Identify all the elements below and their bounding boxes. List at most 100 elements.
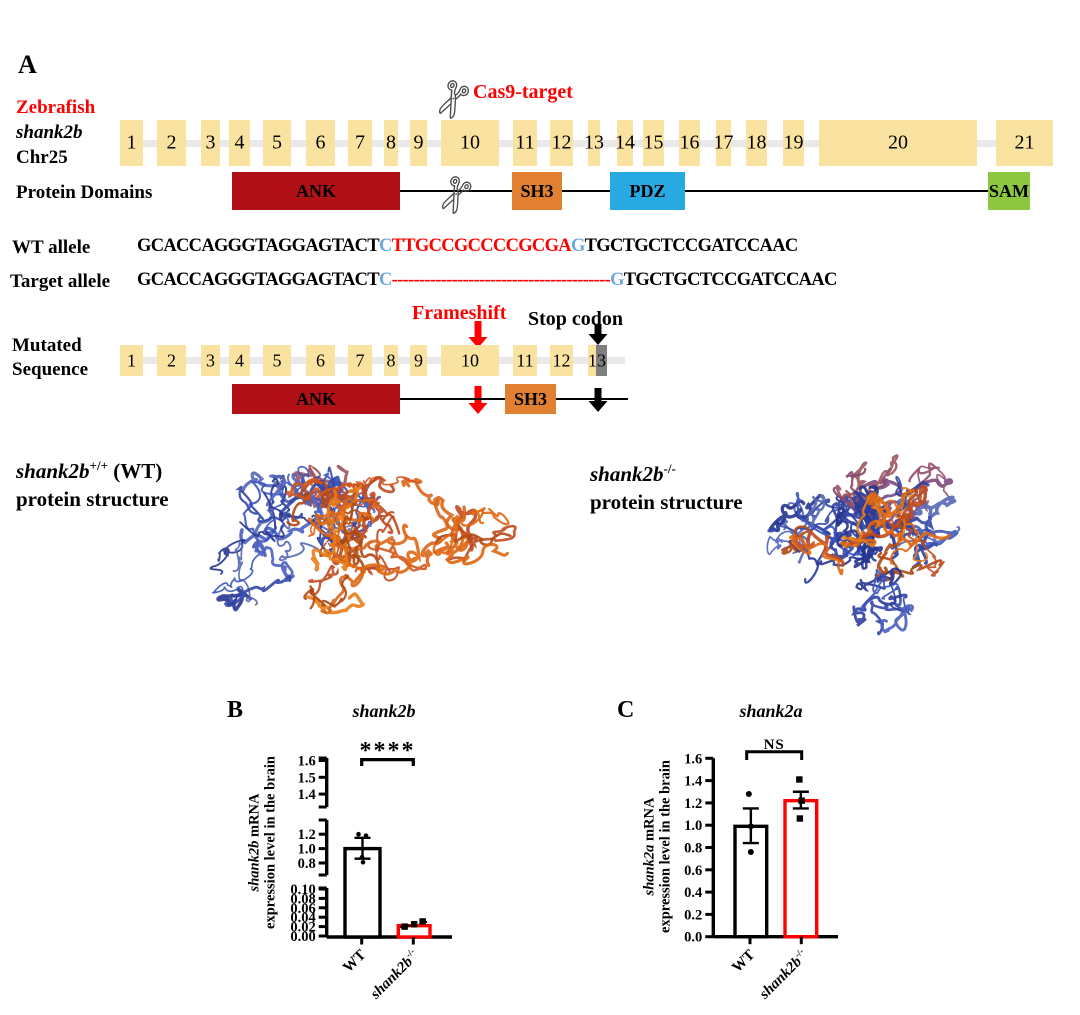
- data-point-square: [798, 797, 805, 804]
- domain-box-sh3: SH3: [505, 384, 556, 414]
- sequence-segment-black: GCACCAGGGTAGGAGTACT: [137, 270, 380, 290]
- exon-box: [157, 120, 186, 166]
- significance-stars: ****: [360, 738, 416, 764]
- exon-number: 8: [386, 131, 396, 154]
- exon-number: 12: [552, 350, 571, 370]
- frameshift-arrow: [468, 321, 488, 348]
- exon-box: [679, 120, 700, 166]
- exon-number: 11: [515, 131, 535, 154]
- exon-number: 14: [615, 131, 635, 154]
- y-tick-label: 0.02: [290, 920, 315, 936]
- exon-box: [783, 120, 804, 166]
- exon-box: [120, 345, 143, 376]
- domain-connector-line: [400, 190, 989, 192]
- sequence-segment-black: TGCTGCTCCGATCCAAC: [584, 236, 799, 256]
- y-tick-label: 0.06: [290, 901, 315, 917]
- stop-codon-arrow: [588, 324, 608, 345]
- exon-number: 7: [355, 131, 365, 154]
- data-point: [745, 790, 752, 797]
- panel-b-label: B: [227, 697, 244, 723]
- y-tick-label: 1.2: [298, 827, 316, 843]
- y-tick-label: 1.0: [298, 842, 316, 858]
- exon-box: [348, 120, 372, 166]
- protein-domains-label: Protein Domains: [16, 182, 153, 203]
- exon-box: [306, 345, 335, 376]
- sequence-segment-blue: C: [378, 236, 392, 256]
- domain-box-sam: SAM: [988, 172, 1030, 210]
- domain-box-ank: ANK: [232, 384, 400, 414]
- allele-sequence: GCACCAGGGTAGGAGTACTC--------------------…: [137, 270, 837, 291]
- exon-number: 13: [584, 131, 604, 154]
- significance-bracket: [745, 750, 804, 760]
- exon-number: 20: [888, 131, 908, 154]
- y-tick-label: 0.10: [290, 882, 315, 898]
- exon-number: 7: [355, 350, 365, 370]
- stop-codon-arrow: [588, 388, 608, 412]
- domain-box-ank: ANK: [232, 172, 400, 210]
- gene-name-label: shank2b: [16, 122, 83, 143]
- data-point-square: [419, 918, 426, 925]
- exon-box: [410, 345, 427, 376]
- panel-b-chart: 0.000.020.040.060.080.100.81.01.21.41.51…: [290, 738, 452, 945]
- sequence-segment-black: GCACCAGGGTAGGAGTACT: [137, 236, 380, 256]
- exon-number: 6: [315, 131, 326, 154]
- chromosome-label: Chr25: [16, 147, 68, 168]
- exon-number: 3: [205, 131, 216, 154]
- allele-label: WT allele: [12, 237, 91, 258]
- cas9-target-label: Cas9-target: [473, 81, 573, 103]
- y-tick-label: 1.4: [684, 774, 702, 790]
- sequence-segment-red: ----------------------------------------: [391, 270, 611, 290]
- exon-box: [819, 120, 977, 166]
- exon-box: [550, 345, 573, 376]
- data-point: [360, 859, 366, 865]
- ko-protein-structure-image: [766, 454, 961, 636]
- exon-box: [996, 120, 1053, 166]
- exon-box: [384, 345, 398, 376]
- exon-number: 19: [783, 131, 804, 154]
- data-point-square: [796, 815, 804, 822]
- y-tick-label: 0.04: [290, 910, 315, 926]
- exon-number: 9: [414, 350, 423, 370]
- allele-label: Target allele: [10, 271, 111, 292]
- exon-number: 18: [746, 131, 767, 154]
- y-tick-label: 1.5: [298, 770, 316, 786]
- exon-number: 2: [166, 131, 177, 154]
- exon-number: 1: [127, 350, 136, 370]
- panel-c-chart: 0.00.20.40.60.81.01.21.41.6NS: [684, 737, 838, 946]
- data-point: [747, 848, 754, 855]
- exon-box: [513, 345, 537, 376]
- exon-number: 5: [272, 350, 282, 370]
- frameshift-arrow: [468, 386, 488, 414]
- exon-box: [384, 120, 398, 166]
- y-tick-label: 0.2: [684, 907, 702, 923]
- exon-box: [441, 345, 499, 376]
- exon-number: 3: [206, 350, 215, 370]
- exon-box: [617, 120, 633, 166]
- y-tick-label: 0.4: [684, 885, 702, 901]
- exon-number: 1: [126, 131, 137, 154]
- wt-structure-label: shank2b+/+ (WT) protein structure: [16, 458, 169, 511]
- exon-number: 10: [460, 131, 480, 154]
- exon-box: [157, 345, 186, 376]
- y-tick-label: 1.4: [298, 787, 316, 803]
- exon-box: [229, 345, 250, 376]
- significance-label: NS: [764, 737, 785, 753]
- data-point: [356, 831, 361, 837]
- exon-box: [348, 345, 372, 376]
- frameshift-label: Frameshift: [412, 302, 507, 324]
- sequence-segment-blue: G: [570, 236, 585, 256]
- data-point-square: [796, 776, 803, 783]
- ko-structure-label: shank2b-/- protein structure: [590, 461, 743, 514]
- data-point-square: [410, 921, 418, 928]
- exon-number: 15: [643, 131, 664, 154]
- sequence-segment-red: TTGCCGCCCCGCGA: [391, 236, 572, 256]
- panel-c-label: C: [617, 697, 635, 723]
- exon-number: 17: [713, 131, 734, 154]
- y-tick-label: 1.6: [684, 751, 702, 767]
- organism-label: Zebrafish: [16, 97, 96, 118]
- exon-number: 6: [316, 350, 325, 370]
- exon-number: 12: [551, 131, 572, 154]
- y-tick-label: 1.2: [684, 796, 702, 812]
- exon-box: [716, 120, 731, 166]
- exon-number: 4: [235, 350, 244, 370]
